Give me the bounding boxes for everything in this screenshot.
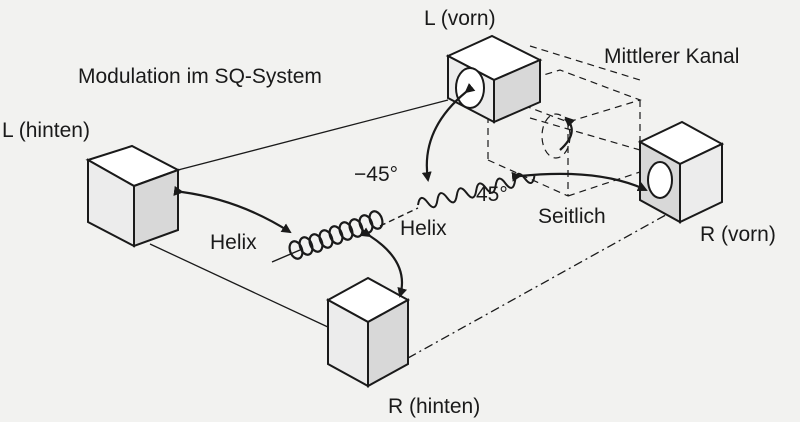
- arrow-right-front-45: [511, 171, 648, 192]
- label-seitlich: Seitlich: [538, 205, 606, 228]
- label-right-rear: R (hinten): [388, 395, 481, 418]
- label-left-front: L (vorn): [424, 7, 496, 30]
- diagram-title: Modulation im SQ-System: [78, 65, 322, 88]
- arrows: [173, 83, 648, 298]
- left-rear-speaker: [85, 144, 181, 248]
- label-helix-right: Helix: [400, 217, 447, 240]
- right-front-speaker: [637, 120, 725, 224]
- label-right-front: R (vorn): [700, 223, 776, 246]
- arrow-left-rear-helix: [173, 185, 292, 234]
- label-helix-left: Helix: [210, 231, 257, 254]
- modulation-axis: [271, 207, 419, 263]
- label-angle-negative: −45°: [354, 163, 399, 186]
- arrow-left-front-neg45: [421, 83, 476, 182]
- arrow-right-rear-helix: [360, 227, 408, 298]
- label-center-channel: Mittlerer Kanal: [604, 45, 740, 68]
- label-angle-positive: 45°: [476, 183, 508, 206]
- left-front-speaker: [445, 34, 543, 124]
- right-rear-speaker: [325, 276, 411, 388]
- label-left-rear: L (hinten): [2, 119, 90, 142]
- arrow-center-curl: [559, 116, 576, 151]
- helix-coil: [288, 210, 384, 260]
